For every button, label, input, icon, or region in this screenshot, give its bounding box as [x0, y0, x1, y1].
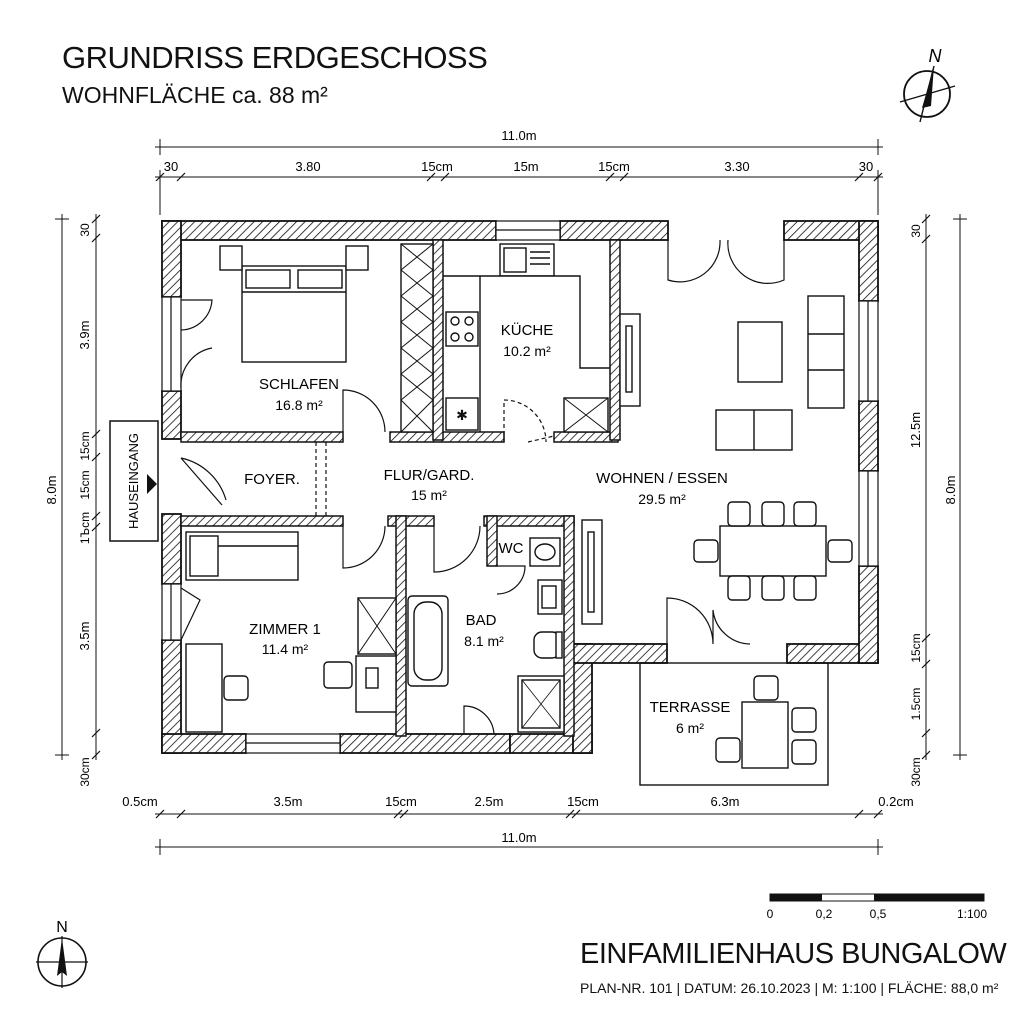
top-dim-segment-1: 30: [164, 159, 178, 174]
room-area-zimmer: 11.4 m²: [262, 641, 309, 657]
bad-exit-swing: [463, 705, 495, 735]
room-name-schlafen: SCHLAFEN: [259, 376, 339, 393]
zimmer-window-swing: [180, 587, 201, 641]
wardrobe-schlafen: [400, 243, 434, 433]
desk-zimmer: [185, 643, 223, 733]
plan-title: GRUNDRISS ERDGESCHOSS: [62, 40, 488, 75]
dining-table: [719, 525, 827, 577]
top-total-dimension: 11.0m: [501, 128, 536, 143]
top-dim-segment-2: 3.80: [295, 159, 320, 174]
project-title: EINFAMILIENHAUS BUNGALOW: [580, 938, 1007, 970]
left-dim-segment-7: 30cm: [78, 757, 92, 786]
north-arrow-needle: [922, 66, 934, 108]
furniture: ✱: [185, 243, 853, 786]
terrace-door-swing: [666, 597, 751, 645]
svg-text:✱: ✱: [456, 407, 468, 423]
bottom-dim-segment-7: 0.2cm: [878, 794, 913, 809]
right-dimension-chain: [921, 214, 967, 760]
scale-label-3: 1:100: [957, 907, 987, 921]
top-dim-segment-3: 15cm: [421, 159, 453, 174]
north-letter-bottom: N: [56, 919, 68, 936]
exterior-walls: [161, 220, 879, 754]
doors: [180, 239, 785, 735]
right-total-dimension: 8.0m: [943, 476, 958, 505]
room-name-flur: FLUR/GARD.: [384, 467, 475, 484]
interior-walls: [180, 239, 621, 737]
room-name-terrasse: TERRASSE: [650, 699, 731, 716]
bottom-dimension-chain: [155, 809, 883, 855]
left-dim-segment-2: 3.9m: [77, 321, 92, 350]
bottom-dim-segment-5: 15cm: [567, 794, 599, 809]
room-area-schlafen: 16.8 m²: [275, 397, 323, 413]
windows: [161, 220, 879, 754]
top-dimension-chain: [155, 139, 883, 215]
north-arrow-circle: [903, 70, 951, 118]
room-name-wohnen: WOHNEN / ESSEN: [596, 470, 728, 487]
entrance-marker: HAUSEINGANG: [109, 420, 159, 542]
room-name-zimmer: ZIMMER 1: [249, 621, 321, 638]
scale-label-0: 0: [767, 907, 774, 921]
bottom-dim-segment-3: 15cm: [385, 794, 417, 809]
schlafen-door-swing: [342, 389, 386, 433]
bottom-dim-segment-6: 6.3m: [711, 794, 740, 809]
left-dimension-chain: [55, 214, 101, 760]
right-dim-segment-3: 15cm: [909, 633, 923, 662]
kueche-door-swing: [503, 399, 547, 443]
left-dim-segment-5: 1Ъcm: [78, 512, 92, 544]
top-dim-segment-4: 15m: [513, 159, 538, 174]
scale-bar: 0 0,2 0,5 1:100: [767, 893, 987, 921]
project-meta: PLAN-NR. 101 | DATUM: 26.10.2023 | M: 1:…: [580, 980, 999, 996]
right-dim-segment-5: 30cm: [909, 757, 923, 786]
left-dim-segment-3: 15cm: [78, 431, 92, 460]
terrace-area: [639, 662, 829, 786]
wc-door-swing: [496, 565, 526, 595]
bottom-total-dimension: 11.0m: [501, 830, 536, 845]
scale-label-1: 0,2: [816, 907, 833, 921]
entrance-arrow-icon: [147, 474, 157, 494]
room-name-kueche: KÜCHE: [501, 321, 554, 339]
room-area-bad: 8.1 m²: [464, 633, 504, 649]
left-dim-segment-1: 30: [78, 223, 92, 237]
terrace-table: [741, 701, 789, 769]
left-total-dimension: 8.0m: [44, 476, 59, 505]
room-area-terrasse: 6 m²: [676, 720, 704, 736]
room-name-foyer: FOYER.: [244, 471, 300, 488]
schlafen-window-swing: [180, 299, 213, 331]
north-arrow-bottom: N: [36, 919, 88, 988]
room-area-wohnen: 29.5 m²: [638, 491, 686, 507]
bottom-dim-segment-2: 3.5m: [274, 794, 303, 809]
entrance-label: HAUSEINGANG: [126, 433, 141, 529]
bad-door-swing: [433, 525, 481, 573]
bottom-dim-segment-4: 2.5m: [475, 794, 504, 809]
entrance-door-swing: [180, 457, 227, 506]
living-table: [737, 321, 783, 383]
living-area-subtitle: WOHNFLÄCHE ca. 88 m²: [62, 82, 328, 108]
right-dim-segment-1: 30: [909, 224, 923, 238]
room-area-flur: 15 m²: [411, 487, 447, 503]
kitchen-counter: [443, 275, 610, 369]
left-dim-segment-4: 15cm: [78, 470, 92, 499]
sofa-right: [807, 295, 845, 409]
top-dim-segment-6: 3.30: [724, 159, 749, 174]
kitchen-stove: [445, 311, 479, 347]
living-balcony-door: [667, 239, 785, 284]
north-letter-top: N: [929, 46, 943, 66]
right-dim-segment-2: 12.5m: [908, 412, 923, 448]
north-arrow-bottom-needle: [57, 938, 67, 976]
top-dim-segment-7: 30: [859, 159, 873, 174]
scale-label-2: 0,5: [870, 907, 887, 921]
top-dim-segment-5: 15cm: [598, 159, 630, 174]
room-name-wc: WC: [499, 540, 524, 557]
bottom-dim-segment-1: 0.5cm: [122, 794, 157, 809]
north-arrow-top: N: [899, 46, 956, 123]
zimmer-door-swing: [342, 525, 386, 569]
room-name-bad: BAD: [466, 612, 497, 629]
room-area-kueche: 10.2 m²: [503, 343, 551, 359]
right-dim-segment-4: 1.5cm: [909, 688, 923, 721]
left-dim-segment-6: 3.5m: [77, 622, 92, 651]
